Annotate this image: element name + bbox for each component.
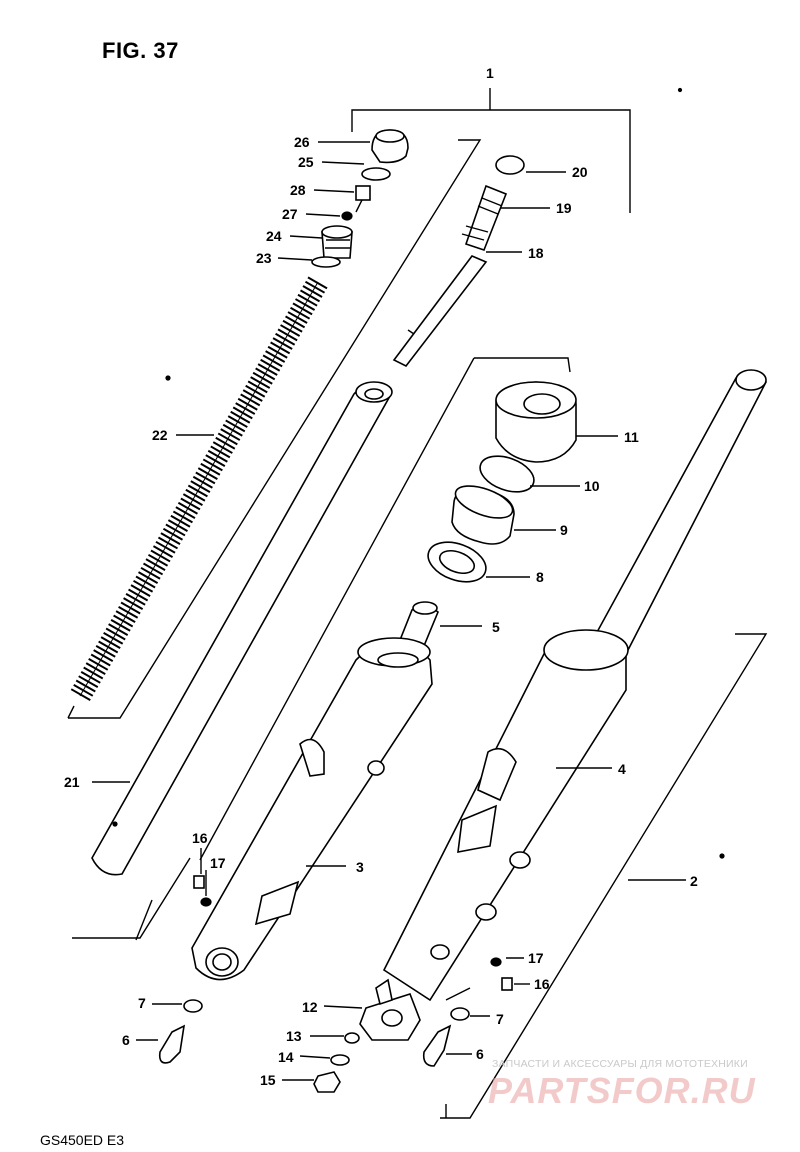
callout-2: 2 (690, 873, 698, 889)
part-9-spacer (451, 485, 515, 545)
part-17-washer-left (200, 897, 212, 907)
part-25-o-ring (361, 167, 391, 181)
callout-26: 26 (294, 134, 310, 150)
callout-15: 15 (260, 1072, 276, 1088)
callout-18: 18 (528, 245, 544, 261)
speck (165, 375, 171, 381)
callout-6-right: 6 (476, 1046, 484, 1062)
part-22-fork-spring (70, 276, 328, 702)
part-16-bolt-left (193, 875, 205, 889)
callout-28: 28 (290, 182, 306, 198)
part-20-ring (495, 155, 525, 175)
model-code: GS450ED E3 (40, 1132, 125, 1148)
watermark-brand: PARTSFOR.RU (488, 1070, 756, 1111)
part-3-outer-tube (191, 637, 433, 981)
callout-6-left: 6 (122, 1032, 130, 1048)
part-8-oil-seal (427, 541, 487, 583)
callout-11: 11 (624, 429, 639, 445)
bracket-assembly-2 (440, 633, 768, 1119)
part-11-dust-seal (495, 381, 577, 463)
callout-10: 10 (584, 478, 600, 494)
callout-14: 14 (278, 1049, 294, 1065)
part-27-o-ring (341, 211, 353, 221)
callout-24: 24 (266, 228, 282, 244)
callout-21: 21 (64, 774, 80, 790)
part-18-damper-rod (392, 255, 488, 368)
bracket-outer-seal-group (72, 357, 571, 941)
part-10-stopper-ring (479, 455, 535, 493)
part-6-bolt-right (422, 1024, 452, 1067)
callout-16-right: 16 (534, 976, 550, 992)
callout-25: 25 (298, 154, 314, 170)
part-21-inner-tube (91, 381, 393, 876)
part-7-washer-left (183, 999, 203, 1013)
callout-7-right: 7 (496, 1011, 504, 1027)
callout-19: 19 (556, 200, 572, 216)
bracket-inner-tube-group (67, 139, 482, 719)
part-12-axle-holder (359, 978, 421, 1041)
part-26-cap-bolt (371, 129, 409, 164)
watermark-caption: ЗАПЧАСТИ И АКСЕССУАРЫ ДЛЯ МОТОТЕХНИКИ (492, 1058, 748, 1070)
part-28-valve (355, 185, 371, 213)
part-23-ring (311, 256, 341, 268)
leader-lines (92, 141, 686, 1081)
part-19-piston-ring (461, 184, 508, 251)
part-15-nut (313, 1071, 341, 1093)
callout-17-left: 17 (210, 855, 226, 871)
part-24-spacer (321, 225, 353, 259)
callout-5: 5 (492, 619, 500, 635)
callout-20: 20 (572, 164, 588, 180)
part-16-bolt-right (501, 977, 513, 991)
callout-3: 3 (356, 859, 364, 875)
callout-23: 23 (256, 250, 272, 266)
callout-27: 27 (282, 206, 298, 222)
bracket-assembly-1 (351, 88, 631, 213)
part-14-washer (330, 1054, 350, 1066)
callout-17-right: 17 (528, 950, 544, 966)
callout-12: 12 (302, 999, 318, 1015)
speck (719, 853, 725, 859)
speck (677, 87, 683, 93)
part-4-outer-tube (382, 369, 767, 1002)
callout-1: 1 (486, 65, 494, 81)
callout-9: 9 (560, 522, 568, 538)
part-17-washer-right (490, 957, 502, 967)
part-7-washer-right (450, 1007, 470, 1021)
callout-13: 13 (286, 1028, 302, 1044)
callout-7-left: 7 (138, 995, 146, 1011)
part-13-washer (344, 1032, 360, 1044)
callout-22: 22 (152, 427, 168, 443)
part-6-bolt-left (158, 1024, 186, 1064)
callout-16-left: 16 (192, 830, 208, 846)
callout-4: 4 (618, 761, 626, 777)
callout-8: 8 (536, 569, 544, 585)
figure-title: FIG. 37 (102, 38, 179, 63)
